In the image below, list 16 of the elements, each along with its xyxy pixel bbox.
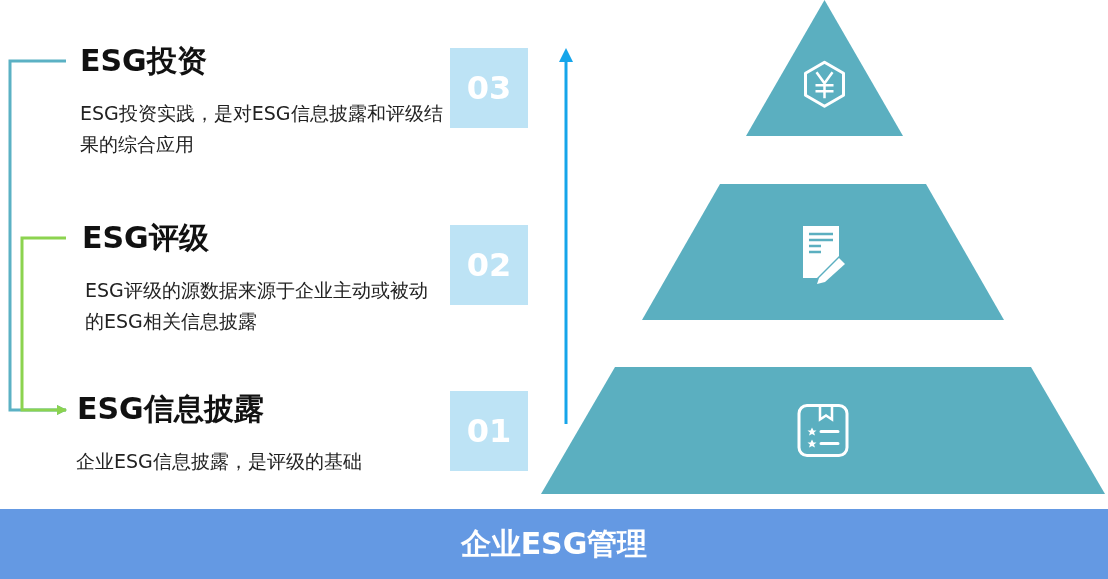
band-title: 企业ESG管理 [460, 524, 648, 563]
level-number: 03 [466, 69, 512, 107]
description-text: 企业ESG信息披露，是评级的基础 [75, 449, 363, 474]
level-number-box [450, 391, 528, 471]
bracket-arrow [20, 236, 67, 415]
section-heading: ESG评级 [82, 219, 209, 257]
description-text: ESG投资实践，是对ESG信息披露和评级结果的综合应用 [79, 101, 444, 157]
level-number-box [450, 48, 528, 128]
level-number: 01 [466, 412, 512, 450]
description-text: ESG评级的源数据来源于企业主动或被动的ESG相关信息披露 [84, 278, 429, 334]
level-number: 02 [466, 246, 512, 284]
foundation-band [0, 509, 1108, 579]
level-number-box [450, 225, 528, 305]
section-heading: ESG投资 [80, 42, 207, 80]
section-heading: ESG信息披露 [77, 390, 264, 428]
bracket-arrow [8, 59, 67, 415]
